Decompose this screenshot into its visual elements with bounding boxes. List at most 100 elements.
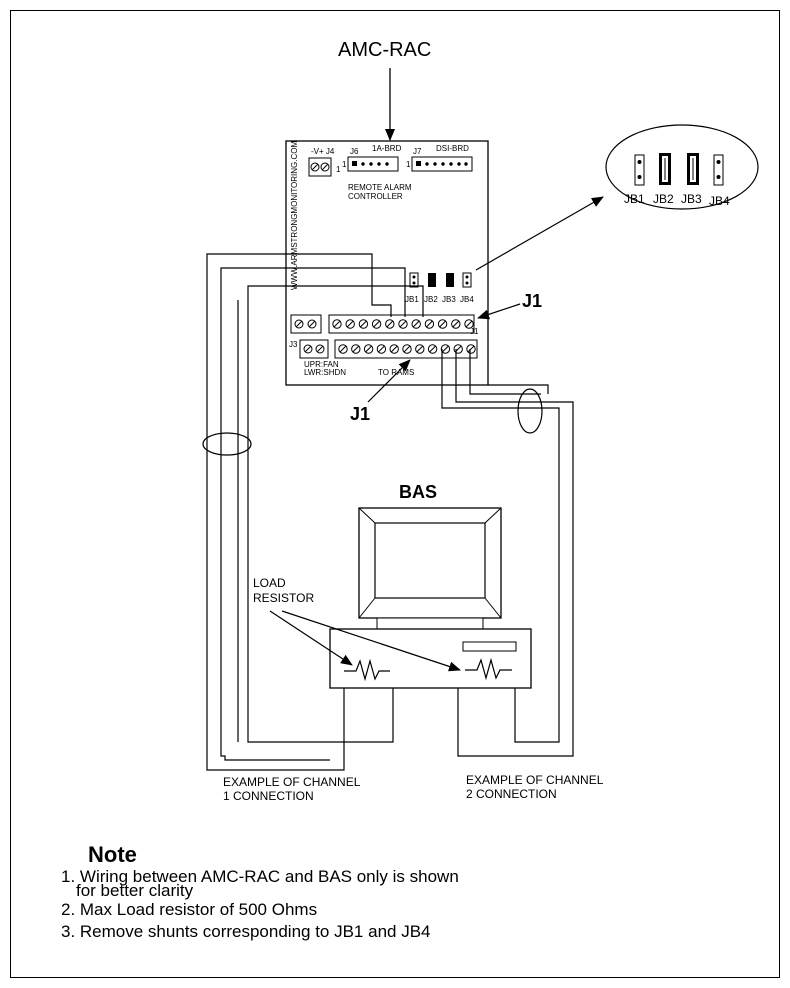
figure-frame [10, 10, 780, 978]
terminal-screw-slot [373, 320, 380, 328]
channel1-wire-outer [206, 253, 392, 771]
board-jb3 [446, 273, 454, 287]
j7-label: J7 [413, 147, 422, 156]
upper-terminal-screws [332, 319, 474, 329]
callout-jb3-label: JB3 [681, 192, 702, 206]
channel1-label-line1: EXAMPLE OF CHANNEL [223, 775, 361, 789]
channel2-label-line1: EXAMPLE OF CHANNEL [466, 773, 604, 787]
lower-terminal-screws [338, 344, 476, 354]
channel2-wire-outer [441, 349, 560, 743]
channel2-wire-inner [455, 349, 574, 757]
note-item-1-line2: for better clarity [76, 881, 194, 900]
channel1-wire-3 [247, 285, 424, 743]
terminal-screw-slot [352, 345, 360, 353]
bas-base-unit [329, 628, 532, 689]
terminal-screw-slot [386, 320, 394, 328]
j7-pins [416, 161, 468, 166]
terminal-screw-slot [399, 320, 407, 328]
terminal-screw-slot [416, 345, 424, 353]
left-upper-block [290, 314, 322, 334]
bas-stand [376, 617, 484, 631]
j1-lower-callout: J1 [350, 404, 370, 424]
callout-jb1 [634, 154, 645, 186]
j1-upper-callout: J1 [522, 291, 542, 311]
j7-pin1: 1 [406, 160, 411, 169]
j6-connector [347, 156, 399, 172]
callout-arrow [475, 196, 604, 271]
channel2-wire-3 [469, 349, 541, 395]
to-rams-label: TO RAMS [378, 368, 414, 377]
channel2-label-line2: 2 CONNECTION [466, 787, 557, 801]
bas-monitor-bevel [358, 507, 376, 524]
load-resistor-arrow-2 [281, 610, 461, 672]
j1-lower-arrow [367, 359, 411, 403]
board-jb1-label: JB1 [405, 295, 419, 304]
j6-pins [352, 161, 389, 166]
note-item-2: 2. Max Load resistor of 500 Ohms [61, 900, 317, 919]
resistor-2 [465, 657, 512, 681]
title-amc-rac: AMC-RAC [338, 39, 431, 61]
bas-monitor-bevel-4 [484, 597, 502, 619]
1a-brd-label: 1A-BRD [372, 144, 402, 153]
terminal-screw-slot [378, 345, 385, 353]
j4-pin1: 1 [336, 165, 341, 174]
j6-label: J6 [350, 147, 359, 156]
bas-drive-slot [462, 641, 517, 652]
j6-pin1: 1 [342, 160, 347, 169]
terminal-screw-slot [465, 320, 473, 328]
dsi-brd-label: DSI-BRD [436, 144, 469, 153]
channel1-label-line2: 1 CONNECTION [223, 789, 314, 803]
terminal-screw-slot [390, 345, 398, 353]
board-jb2-label: JB2 [424, 295, 438, 304]
note-item-3: 3. Remove shunts corresponding to JB1 an… [61, 922, 431, 941]
callout-jb4-label: JB4 [709, 194, 730, 208]
board-jb4 [462, 272, 472, 288]
upr-fan-label: UPR:FAN [304, 360, 339, 369]
j3-block [299, 339, 329, 359]
callout-jb3 [687, 153, 699, 185]
load-resistor-line2: RESISTOR [253, 591, 314, 605]
board-jb1 [409, 272, 419, 288]
load-resistor-line1: LOAD [253, 576, 286, 590]
board-label-line2: CONTROLLER [348, 192, 403, 201]
channel1-twisted-pair [202, 432, 252, 456]
terminal-screw-slot [439, 320, 446, 328]
note-item-1-line1: 1. Wiring between AMC-RAC and BAS only i… [61, 867, 459, 886]
j4-screws [310, 162, 330, 172]
terminal-screw-slot [365, 345, 372, 353]
j1-upper-arrow [477, 303, 521, 320]
j3-screws [303, 344, 325, 354]
channel2-wire-4 [488, 384, 549, 394]
callout-jb1-label: JB1 [624, 192, 645, 206]
j1-small-label: J1 [470, 327, 479, 336]
callout-jb2-label: JB2 [653, 192, 674, 206]
jumper-callout-ellipse [605, 124, 759, 210]
load-resistor-arrow-1 [269, 610, 353, 666]
channel2-twisted-pair [517, 388, 543, 434]
terminal-screw-slot [429, 345, 436, 353]
callout-jb2 [659, 153, 671, 185]
terminal-screw-slot [403, 345, 411, 353]
lwr-shdn-label: LWR:SHDN [304, 368, 346, 377]
board-jb4-label: JB4 [460, 295, 474, 304]
left-upper-screws [294, 319, 317, 329]
j4-connector [308, 157, 332, 177]
channel1-wire-inner [220, 267, 406, 761]
note-heading: Note [88, 842, 137, 867]
bas-monitor-bevel-2 [484, 507, 502, 524]
terminal-screw-slot [412, 320, 420, 328]
terminal-screw-slot [442, 345, 449, 353]
terminal-screw-slot [333, 320, 341, 328]
terminal-screw-slot [426, 320, 433, 328]
bas-label: BAS [399, 482, 437, 502]
terminal-screw-slot [339, 345, 347, 353]
callout-jb4 [713, 154, 724, 186]
board-label-line1: REMOTE ALARM [348, 183, 412, 192]
j4-label: -V+ J4 [311, 147, 335, 156]
bas-screen [374, 522, 486, 599]
board-jb2 [428, 273, 436, 287]
terminal-screw-slot [452, 320, 460, 328]
terminal-screw-slot [360, 320, 367, 328]
terminal-screw-slot [467, 345, 475, 353]
